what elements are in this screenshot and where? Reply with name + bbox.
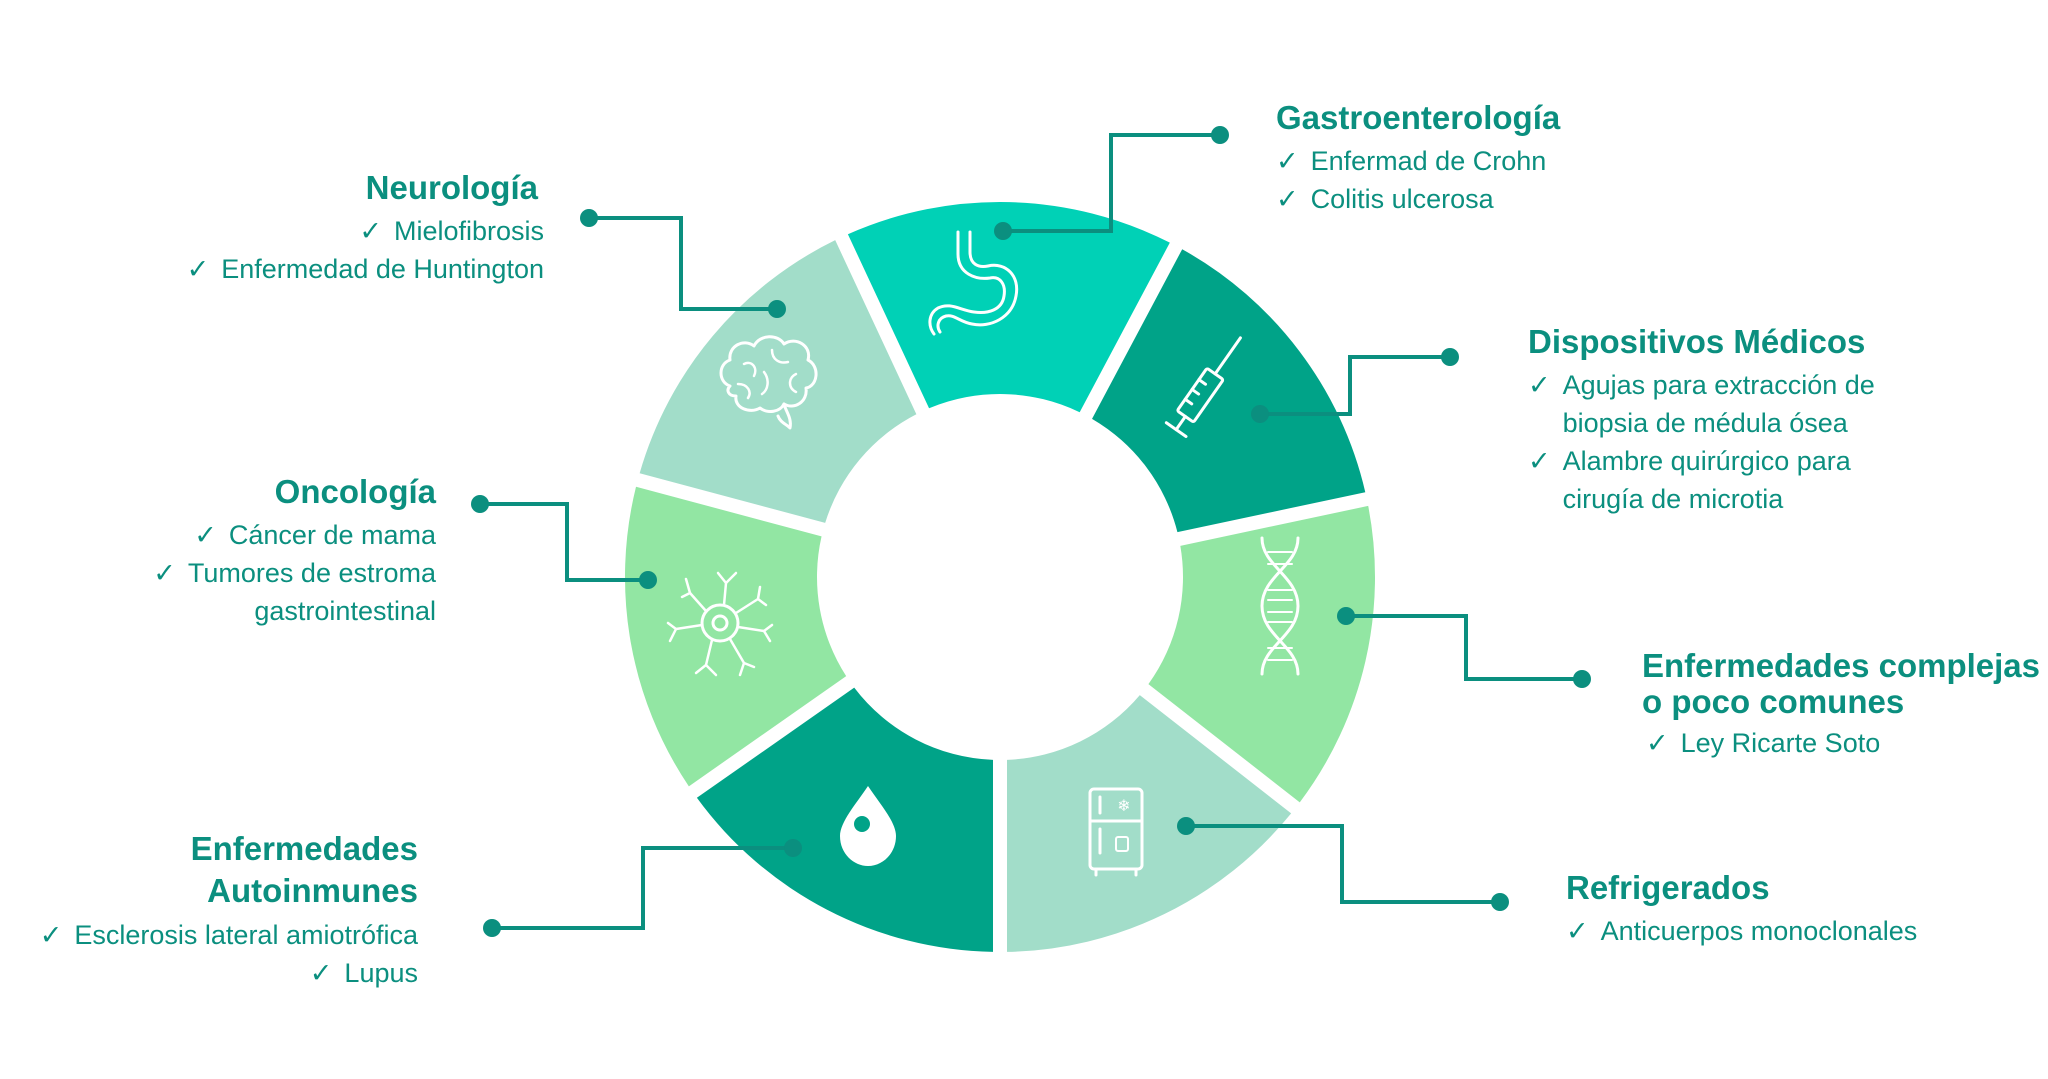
category-title: Refrigerados bbox=[1566, 869, 1770, 906]
connector-dot bbox=[1441, 348, 1459, 366]
connector-dot bbox=[994, 222, 1012, 240]
category-neurologia: Neurología ✓Mielofibrosis ✓Enfermedad de… bbox=[187, 168, 544, 288]
connector-dispositivos-medicos bbox=[1251, 348, 1459, 423]
refrigerator-icon: ❄ bbox=[1088, 787, 1144, 877]
drop-icon bbox=[840, 786, 896, 866]
category-title: Enfermedades Autoinmunes bbox=[190, 830, 418, 909]
snowflake-icon: ❄ bbox=[1117, 796, 1130, 815]
check-icon: ✓ bbox=[1566, 916, 1589, 946]
connector-enfermedades-autoinmunes bbox=[483, 839, 802, 937]
category-dispositivos-medicos: Dispositivos Médicos ✓Agujas para extrac… bbox=[1528, 322, 1875, 518]
connector-dot bbox=[784, 839, 802, 857]
list-item: ✓Anticuerpos monoclonales bbox=[1566, 912, 1917, 950]
dna-icon bbox=[1260, 536, 1300, 676]
list-item: ✓Tumores de estroma gastrointestinal bbox=[153, 554, 436, 630]
category-title: Neurología bbox=[365, 169, 538, 206]
category-title: Oncología bbox=[274, 473, 436, 510]
connector-oncologia bbox=[471, 495, 657, 589]
connector-dot bbox=[580, 209, 598, 227]
category-oncologia: Oncología ✓Cáncer de mama ✓Tumores de es… bbox=[153, 472, 436, 630]
brain-icon bbox=[719, 335, 818, 430]
segment-dispositivos-medicos bbox=[1092, 249, 1366, 533]
category-title: Dispositivos Médicos bbox=[1528, 323, 1866, 360]
connector-dot bbox=[483, 919, 501, 937]
category-enfermedades-autoinmunes: Enfermedades Autoinmunes ✓Esclerosis lat… bbox=[40, 828, 418, 992]
category-title: Gastroenterología bbox=[1276, 99, 1561, 136]
check-icon: ✓ bbox=[1528, 370, 1551, 400]
list-item: ✓Enfermad de Crohn bbox=[1276, 142, 1560, 180]
category-enfermedades-complejas: Enfermedades complejas o poco comunes ✓L… bbox=[1642, 648, 2040, 762]
segment-refrigerados bbox=[1006, 695, 1292, 952]
category-gastroenterologia: Gastroenterología ✓Enfermad de Crohn ✓Co… bbox=[1276, 98, 1560, 218]
connector-dot bbox=[471, 495, 489, 513]
connector-refrigerados bbox=[1177, 817, 1509, 911]
syringe-icon bbox=[1164, 336, 1242, 438]
check-icon: ✓ bbox=[153, 558, 176, 588]
connector-neurologia bbox=[580, 209, 786, 318]
connector-dot bbox=[1573, 670, 1591, 688]
connector-gastroenterologia bbox=[994, 126, 1229, 240]
stomach-icon bbox=[928, 230, 1019, 336]
check-icon: ✓ bbox=[1528, 446, 1551, 476]
check-icon: ✓ bbox=[1646, 728, 1669, 758]
list-item: ✓Colitis ulcerosa bbox=[1276, 180, 1560, 218]
cell-icon bbox=[666, 571, 774, 677]
check-icon: ✓ bbox=[359, 216, 382, 246]
segment-enfermedades-complejas bbox=[1148, 505, 1375, 803]
segment-oncologia bbox=[625, 486, 847, 787]
list-item: ✓Lupus bbox=[40, 954, 418, 992]
connector-dot bbox=[768, 300, 786, 318]
list-item: ✓Alambre quirúrgico para cirugía de micr… bbox=[1528, 442, 1875, 518]
check-icon: ✓ bbox=[39, 920, 63, 950]
check-icon: ✓ bbox=[186, 254, 210, 284]
category-refrigerados: Refrigerados ✓Anticuerpos monoclonales bbox=[1566, 868, 1917, 950]
list-item: ✓Ley Ricarte Soto bbox=[1642, 724, 2040, 762]
segment-gastroenterologia bbox=[847, 202, 1170, 413]
category-title: Enfermedades complejas o poco comunes bbox=[1642, 647, 2040, 720]
connector-dot bbox=[1337, 607, 1355, 625]
check-icon: ✓ bbox=[194, 520, 217, 550]
list-item: ✓Agujas para extracción de biopsia de mé… bbox=[1528, 366, 1875, 442]
list-item: ✓Esclerosis lateral amiotrófica bbox=[40, 916, 418, 954]
segment-neurologia bbox=[639, 240, 917, 523]
list-item: ✓Enfermedad de Huntington bbox=[187, 250, 544, 288]
connector-dot bbox=[1251, 405, 1269, 423]
connector-dot bbox=[1211, 126, 1229, 144]
list-item: ✓Cáncer de mama bbox=[153, 516, 436, 554]
connector-enfermedades-complejas bbox=[1337, 607, 1591, 688]
connector-dot bbox=[1177, 817, 1195, 835]
list-item: ✓Mielofibrosis bbox=[187, 212, 544, 250]
segment-enfermedades-autoinmunes bbox=[696, 687, 994, 952]
check-icon: ✓ bbox=[1276, 184, 1299, 214]
connector-dot bbox=[1491, 893, 1509, 911]
check-icon: ✓ bbox=[1276, 146, 1299, 176]
check-icon: ✓ bbox=[309, 958, 333, 988]
connector-dot bbox=[639, 571, 657, 589]
